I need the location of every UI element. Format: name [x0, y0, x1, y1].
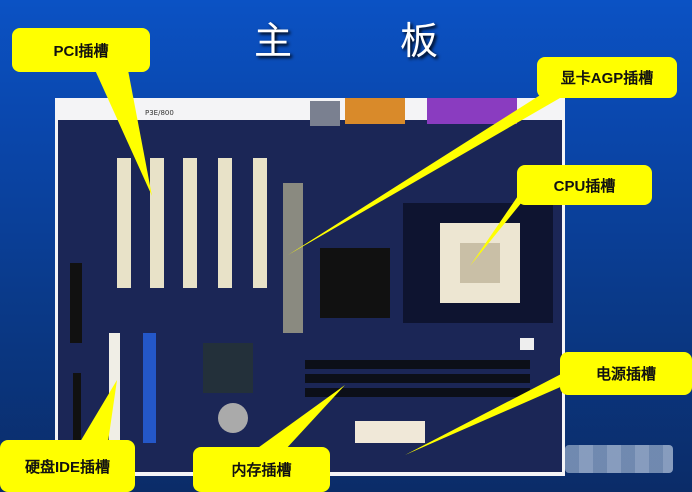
- board-model-text: P3E/800: [145, 109, 174, 117]
- ide-slot-label: 硬盘IDE插槽: [0, 440, 135, 492]
- pci-slot-label: PCI插槽: [12, 28, 150, 72]
- slide-title: 主 板: [253, 19, 487, 63]
- agp-slot-label: 显卡AGP插槽: [537, 57, 677, 98]
- memory-slot-label: 内存插槽: [193, 447, 330, 492]
- blurred-watermark: [565, 445, 673, 473]
- cpu-pointer: [470, 190, 522, 266]
- power-connector-label: 电源插槽: [560, 352, 692, 395]
- cpu-socket-label: CPU插槽: [517, 165, 652, 205]
- agp-slot: [283, 183, 303, 333]
- serial-port: [345, 98, 405, 124]
- power-connector: [355, 421, 425, 443]
- pci-pointer: [95, 70, 152, 196]
- memory-slots: [305, 360, 530, 397]
- agp-pointer: [288, 92, 560, 255]
- power-pointer: [405, 372, 565, 455]
- ide-pointer: [80, 380, 117, 442]
- pci-slots: [117, 158, 267, 288]
- memory-pointer: [255, 385, 345, 450]
